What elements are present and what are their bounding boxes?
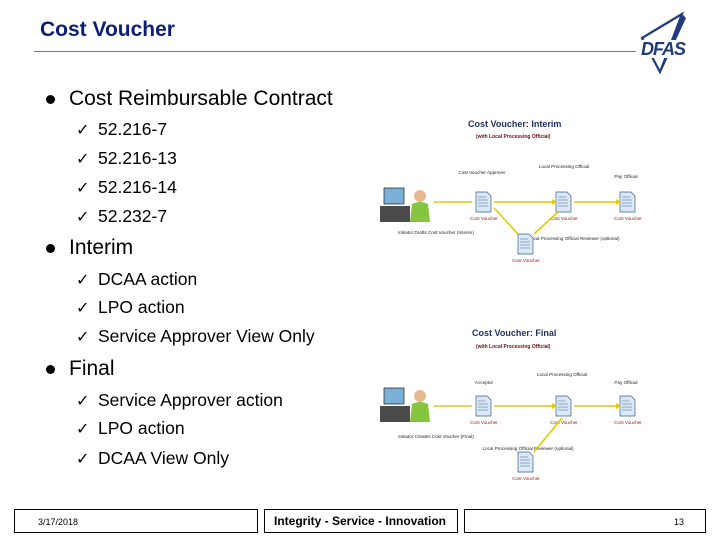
role-label: Cost Voucher Approver	[458, 170, 506, 175]
bullet-dot	[46, 244, 55, 253]
document-icon	[619, 191, 636, 213]
document-label: Cost Voucher	[614, 216, 642, 221]
initiator-icon	[379, 387, 431, 423]
check-icon: ✓	[76, 179, 90, 197]
footer-box-left	[14, 509, 258, 533]
list-item-text: 52.216-14	[98, 177, 177, 197]
check-icon: ✓	[76, 299, 90, 317]
workflow-diagram-interim: Cost Voucher: Interim (with Local Proces…	[379, 119, 642, 263]
flow-arrow	[533, 211, 559, 235]
document-icon	[517, 451, 534, 473]
document-icon	[475, 191, 492, 213]
check-icon: ✓	[76, 150, 90, 168]
initiator-label: Initiator Drafts Cost Voucher (Interim)	[398, 230, 474, 235]
check-icon: ✓	[76, 450, 90, 468]
list-item: ✓ 52.216-14	[76, 177, 177, 198]
role-label: Local Processing Official	[539, 164, 589, 169]
diagram-subtitle: (with Local Processing Official)	[476, 344, 551, 350]
title-rule	[34, 51, 636, 52]
section-heading-text: Interim	[69, 236, 134, 259]
document-icon	[619, 395, 636, 417]
role-label: Local Processing Official	[537, 372, 587, 377]
role-label: Pay Official	[614, 380, 637, 385]
slide-title: Cost Voucher	[40, 18, 175, 41]
document-icon	[517, 233, 534, 255]
footer-date: 3/17/2018	[38, 517, 79, 527]
list-item: ✓ LPO action	[76, 418, 185, 439]
list-item: ✓ 52.216-13	[76, 148, 177, 169]
check-icon: ✓	[76, 121, 90, 139]
document-label: Cost Voucher	[470, 420, 498, 425]
diagram-subtitle: (with Local Processing Official)	[476, 134, 551, 140]
document-label: Cost Voucher	[550, 216, 578, 221]
check-icon: ✓	[76, 208, 90, 226]
document-label: Cost Voucher	[614, 420, 642, 425]
dfas-logo: DFAS	[636, 11, 690, 74]
document-label: Cost Voucher	[512, 476, 540, 481]
document-icon	[475, 395, 492, 417]
document-icon	[555, 191, 572, 213]
list-item: ✓ DCAA View Only	[76, 448, 229, 469]
section-heading-final: Final	[46, 357, 115, 381]
page-number: 13	[673, 517, 684, 527]
initiator-label: Initiator Creates Cost Voucher (Final)	[398, 434, 474, 439]
bullet-dot	[46, 365, 55, 374]
list-item-text: 52.232-7	[98, 206, 168, 226]
footer-box-center	[264, 509, 458, 533]
list-item: ✓ Service Approver View Only	[76, 326, 315, 347]
workflow-diagram-final: Cost Voucher: Final (with Local Processi…	[379, 328, 642, 481]
diagram-title: Cost Voucher: Final	[472, 328, 556, 338]
list-item-text: DCAA View Only	[98, 448, 229, 468]
list-item-text: 52.216-13	[98, 148, 177, 168]
check-icon: ✓	[76, 392, 90, 410]
section-heading-text: Final	[69, 357, 115, 380]
logo-text: DFAS	[641, 39, 686, 59]
arrowhead	[616, 199, 621, 205]
list-item: ✓ 52.232-7	[76, 206, 167, 227]
flow-arrow	[493, 207, 519, 235]
check-icon: ✓	[76, 420, 90, 438]
initiator-icon	[379, 187, 431, 223]
check-icon: ✓	[76, 271, 90, 289]
section-heading-interim: Interim	[46, 236, 133, 260]
role-label: Acceptor	[475, 380, 494, 385]
document-label: Cost Voucher	[470, 216, 498, 221]
list-item-text: 52.216-7	[98, 119, 168, 139]
list-item-text: DCAA action	[98, 269, 198, 289]
role-label: Local Processing Official Reviewer (opti…	[528, 236, 620, 241]
role-label: Local Processing Official Reviewer (opti…	[482, 446, 574, 451]
section-heading-text: Cost Reimbursable Contract	[69, 87, 333, 110]
diagram-title: Cost Voucher: Interim	[468, 119, 561, 129]
document-icon	[555, 395, 572, 417]
arrowhead	[552, 199, 557, 205]
list-item-text: LPO action	[98, 297, 185, 317]
footer-tagline: Integrity - Service - Innovation	[273, 514, 447, 528]
arrowhead	[552, 403, 557, 409]
list-item: ✓ LPO action	[76, 297, 185, 318]
arrowhead	[616, 403, 621, 409]
list-item-text: LPO action	[98, 418, 185, 438]
check-icon: ✓	[76, 328, 90, 346]
bullet-dot	[46, 95, 55, 104]
role-label: Pay Official	[614, 174, 637, 179]
list-item: ✓ 52.216-7	[76, 119, 167, 140]
list-item: ✓ Service Approver action	[76, 390, 283, 411]
list-item-text: Service Approver View Only	[98, 326, 315, 346]
section-heading-contract: Cost Reimbursable Contract	[46, 87, 333, 111]
footer-box-right	[464, 509, 706, 533]
document-label: Cost Voucher	[512, 258, 540, 263]
list-item: ✓ DCAA action	[76, 269, 197, 290]
flow-arrow	[533, 417, 563, 453]
list-item-text: Service Approver action	[98, 390, 283, 410]
document-label: Cost Voucher	[550, 420, 578, 425]
